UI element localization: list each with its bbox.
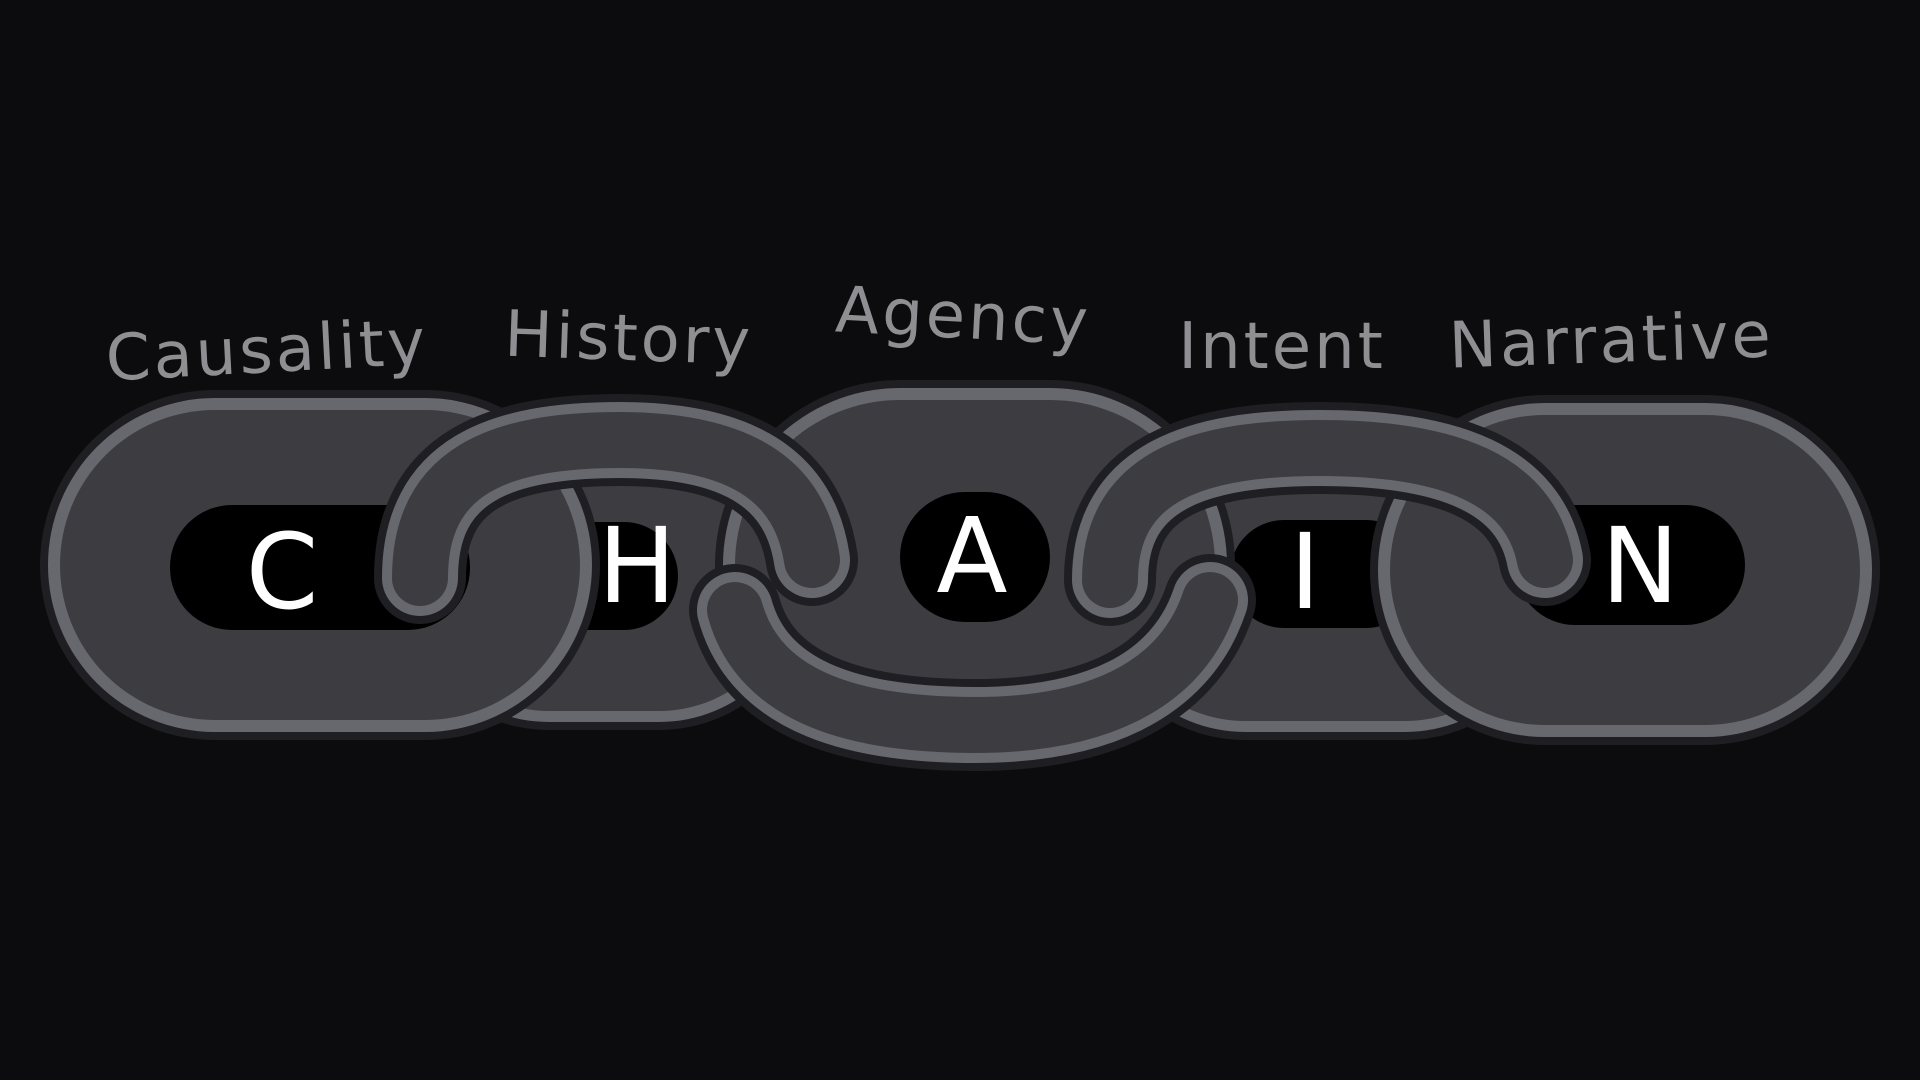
word-narrative: Narrative <box>1448 298 1775 383</box>
letter-h: H <box>598 505 676 627</box>
word-causality: Causality <box>104 306 430 397</box>
word-intent: Intent <box>1178 310 1386 384</box>
letter-n: N <box>1601 505 1679 627</box>
letter-i: I <box>1290 511 1321 633</box>
chain-letters: C H A I N <box>246 495 1679 633</box>
letter-a: A <box>936 495 1007 617</box>
word-agency: Agency <box>834 273 1093 360</box>
letter-c: C <box>246 511 319 633</box>
link-hole <box>900 492 1050 622</box>
word-history: History <box>503 298 754 381</box>
word-labels: Causality History Agency Intent Narrativ… <box>104 273 1775 396</box>
overpass-bars <box>374 393 1591 772</box>
